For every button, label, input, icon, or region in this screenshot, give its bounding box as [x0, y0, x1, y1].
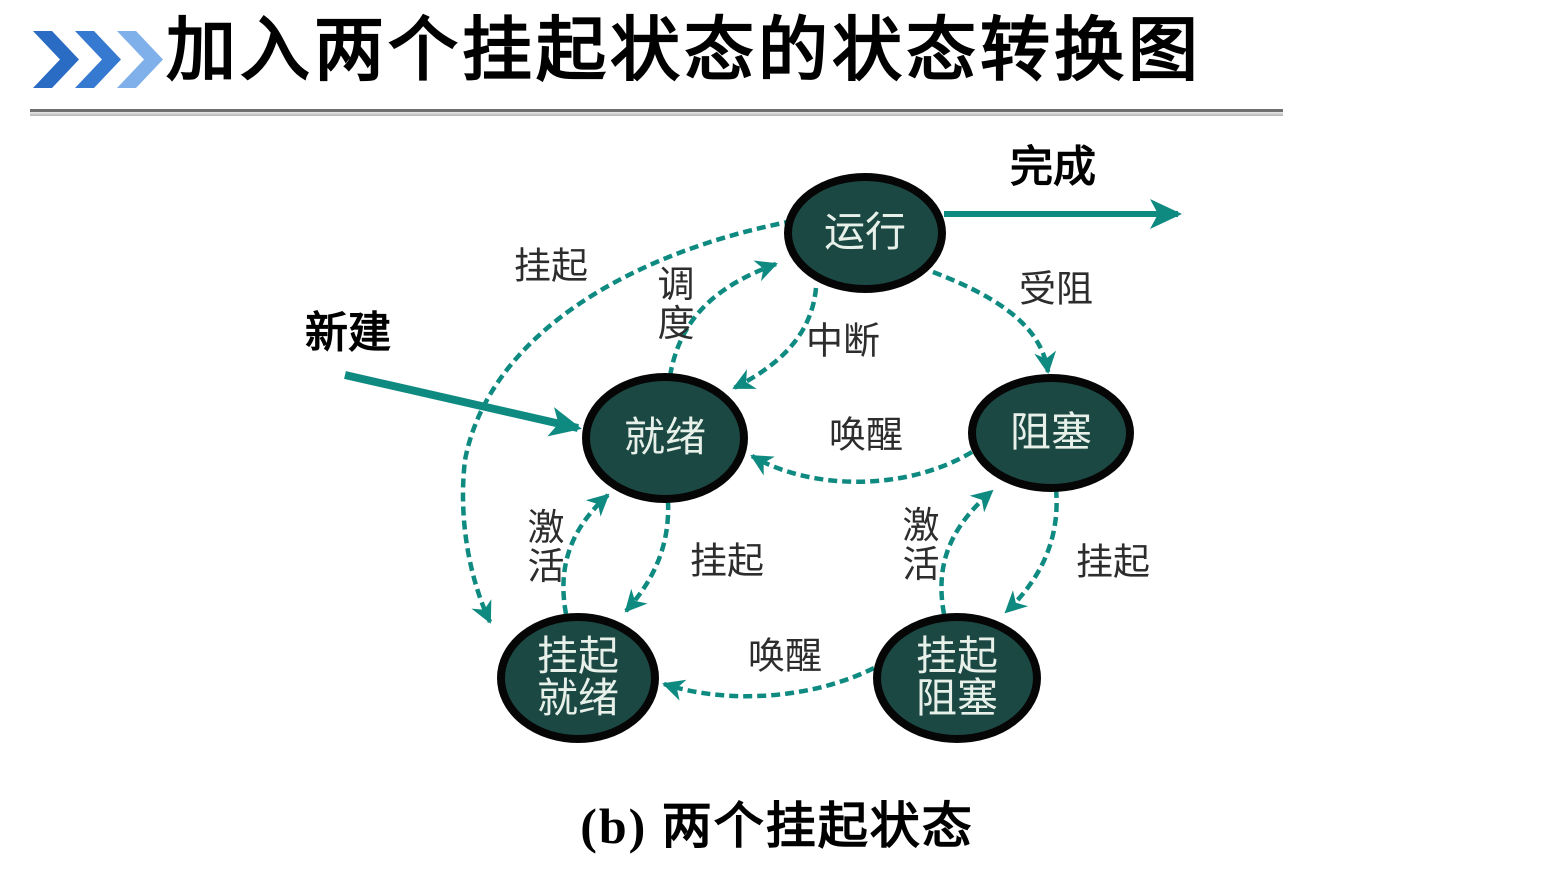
- state-node-running: [784, 173, 946, 293]
- edge-wakeup-bottom: [662, 665, 876, 701]
- edge-wakeup-mid: [750, 450, 974, 484]
- edge-activate-left: [561, 493, 610, 615]
- state-node-suspend-ready: [497, 613, 659, 743]
- edge-suspend-left: [624, 500, 671, 613]
- edge-new: [344, 371, 582, 437]
- transition-edges: [344, 199, 1182, 701]
- edge-schedule: [667, 260, 778, 377]
- triple-chevron-icon: [33, 31, 163, 88]
- state-nodes: [497, 173, 1134, 743]
- state-node-blocked: [968, 374, 1134, 492]
- edge-blocked-edge: [932, 269, 1057, 374]
- figure-caption: (b) 两个挂起状态: [580, 798, 974, 854]
- edge-suspend-top: [460, 218, 794, 624]
- edge-interrupt: [732, 287, 819, 391]
- edge-activate-right: [939, 489, 994, 615]
- edge-suspend-right: [1004, 488, 1059, 614]
- page-title: 加入两个挂起状态的状态转换图: [166, 11, 1202, 89]
- state-node-suspend-blocked: [873, 613, 1041, 743]
- title-divider: [30, 109, 1283, 116]
- state-node-ready: [582, 373, 748, 503]
